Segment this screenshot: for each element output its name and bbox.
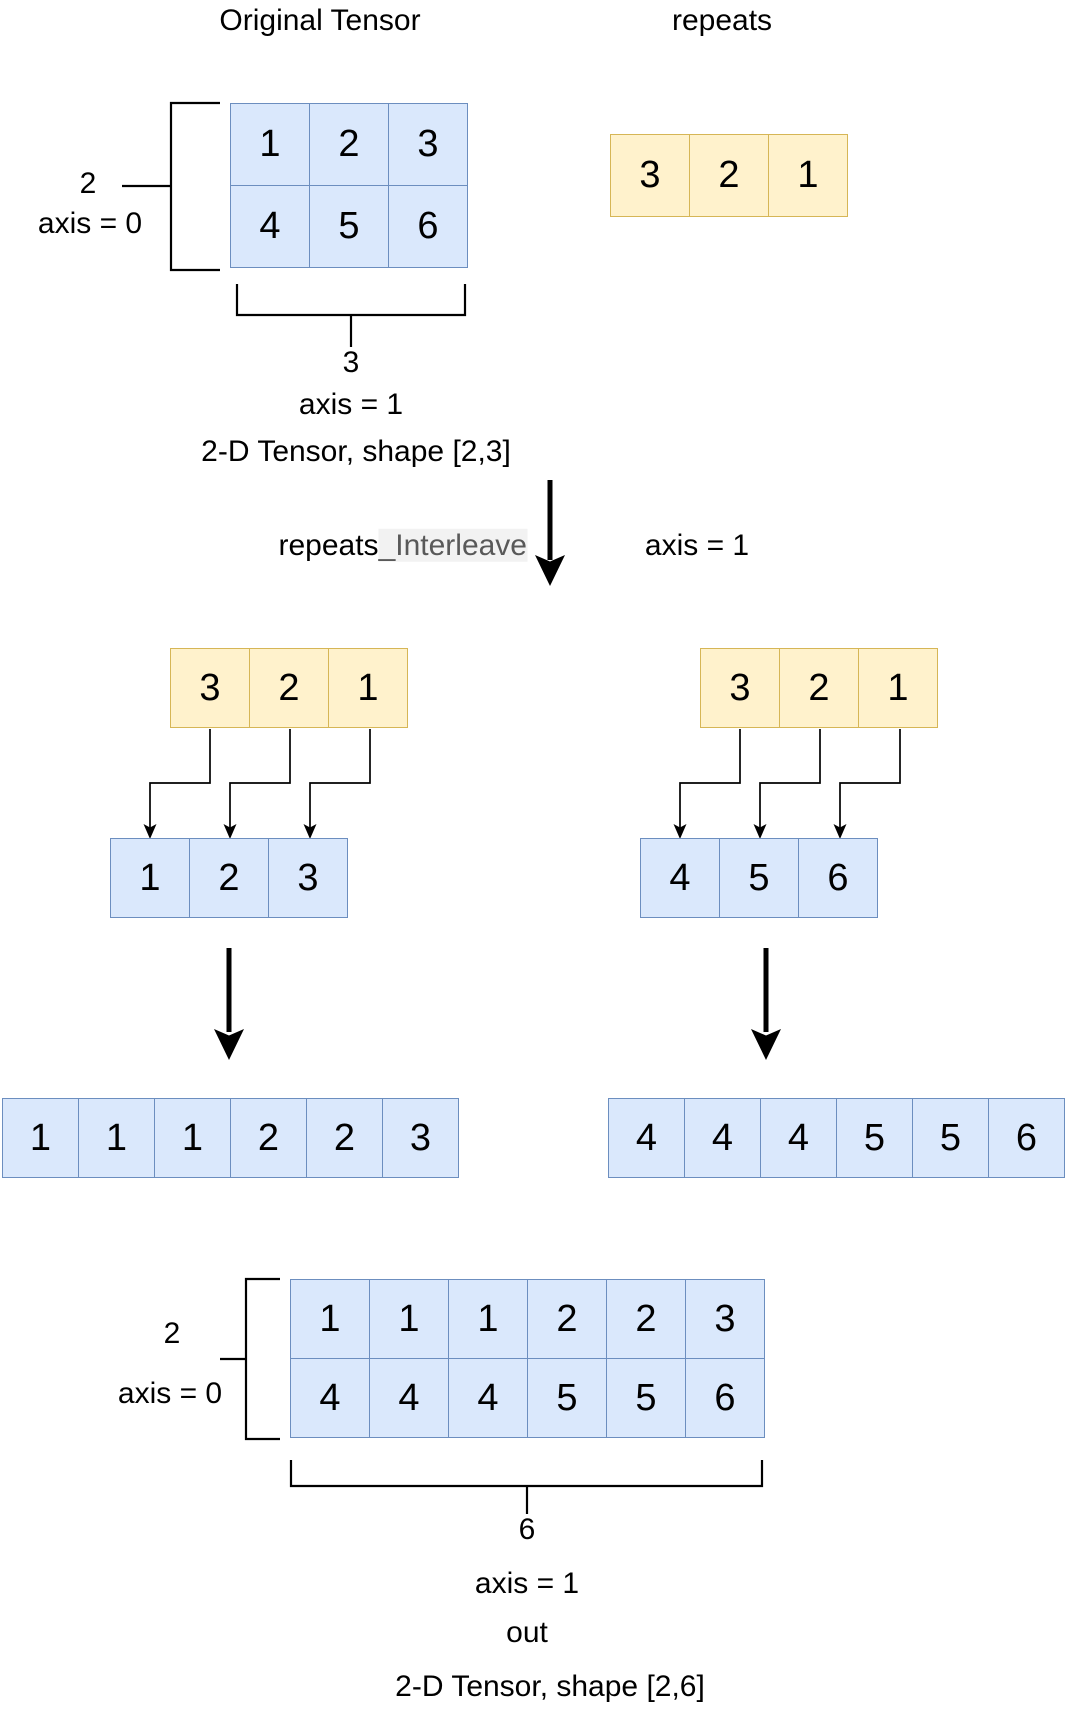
- tensor-cell: 3: [685, 1279, 765, 1359]
- tensor-cell: 1: [154, 1098, 231, 1178]
- tensor-cell: 4: [760, 1098, 837, 1178]
- left-result-row: 1 1 1 2 2 3: [2, 1098, 459, 1178]
- tensor-cell: 3: [268, 838, 348, 918]
- left-source-row: 1 2 3: [110, 838, 348, 918]
- tensor-cell: 6: [388, 185, 468, 268]
- right-repeats-row: 3 2 1: [700, 648, 938, 728]
- tensor-cell: 1: [2, 1098, 79, 1178]
- tensor-cell: 2: [309, 103, 389, 186]
- original-tensor-row-0: 1 2 3: [230, 103, 468, 186]
- axis0-bracket-output-tensor: [246, 1279, 280, 1439]
- operation-label-main: repeats: [278, 528, 379, 562]
- axis0-label-top: axis = 0: [37, 206, 143, 240]
- repeats-cell: 3: [700, 648, 780, 728]
- repeats-row: 3 2 1: [610, 134, 848, 217]
- output-tensor-row-0: 1 1 1 2 2 3: [290, 1279, 765, 1359]
- axis1-size-output: 6: [518, 1512, 536, 1546]
- output-tensor-caption: 2-D Tensor, shape [2,6]: [395, 1669, 705, 1703]
- merge-arrow-left-head: [214, 1029, 244, 1060]
- transition-arrow-head: [535, 555, 565, 586]
- repeats-cell: 1: [768, 134, 848, 217]
- map-arrow-right-3-head: [833, 824, 847, 839]
- axis0-bracket-top-tensor: [171, 103, 220, 270]
- map-arrow-right-3: [840, 729, 900, 830]
- tensor-cell: 4: [684, 1098, 761, 1178]
- tensor-cell: 5: [912, 1098, 989, 1178]
- repeats-cell: 3: [170, 648, 250, 728]
- output-tensor-grid: 1 1 1 2 2 3 4 4 4 5 5 6: [290, 1279, 765, 1438]
- map-arrow-left-2: [230, 729, 290, 830]
- tensor-cell: 5: [527, 1358, 607, 1438]
- repeats-cell: 2: [779, 648, 859, 728]
- tensor-cell: 2: [230, 1098, 307, 1178]
- tensor-cell: 4: [608, 1098, 685, 1178]
- map-arrow-right-1-head: [673, 824, 687, 839]
- tensor-cell: 1: [230, 103, 310, 186]
- tensor-cell: 4: [230, 185, 310, 268]
- map-arrow-left-3: [310, 729, 370, 830]
- tensor-cell: 3: [382, 1098, 459, 1178]
- map-arrow-left-1: [150, 729, 210, 830]
- repeats-cell: 1: [328, 648, 408, 728]
- tensor-cell: 4: [640, 838, 720, 918]
- axis0-label-output: axis = 0: [117, 1376, 223, 1410]
- axis0-size-top: 2: [79, 166, 97, 200]
- axis0-size-output: 2: [163, 1316, 181, 1350]
- map-arrow-right-2: [760, 729, 820, 830]
- axis1-label-output: axis = 1: [474, 1566, 580, 1600]
- tensor-cell: 2: [306, 1098, 383, 1178]
- left-repeats-row: 3 2 1: [170, 648, 408, 728]
- transition-axis-label: axis = 1: [644, 528, 750, 562]
- tensor-cell: 5: [309, 185, 389, 268]
- repeats-cell: 1: [858, 648, 938, 728]
- merge-arrow-right-head: [751, 1029, 781, 1060]
- right-source-row: 4 5 6: [640, 838, 878, 918]
- tensor-cell: 3: [388, 103, 468, 186]
- axis1-bracket-output-tensor: [291, 1460, 762, 1486]
- original-tensor-row-1: 4 5 6: [230, 185, 468, 268]
- map-arrow-left-2-head: [223, 824, 237, 839]
- repeats-title: repeats: [671, 3, 773, 37]
- repeats-cell: 2: [689, 134, 769, 217]
- axis1-label-top: axis = 1: [298, 387, 404, 421]
- tensor-cell: 5: [719, 838, 799, 918]
- tensor-cell: 4: [290, 1358, 370, 1438]
- operation-label: repeats_Interleave: [278, 528, 527, 564]
- tensor-cell: 5: [836, 1098, 913, 1178]
- map-arrow-right-1: [680, 729, 740, 830]
- map-arrow-left-1-head: [143, 824, 157, 839]
- map-arrow-left-3-head: [303, 824, 317, 839]
- tensor-cell: 2: [527, 1279, 607, 1359]
- tensor-cell: 6: [798, 838, 878, 918]
- tensor-cell: 2: [606, 1279, 686, 1359]
- right-result-row: 4 4 4 5 5 6: [608, 1098, 1065, 1178]
- top-tensor-caption: 2-D Tensor, shape [2,3]: [201, 434, 511, 468]
- tensor-cell: 6: [988, 1098, 1065, 1178]
- tensor-cell: 6: [685, 1358, 765, 1438]
- tensor-cell: 2: [189, 838, 269, 918]
- operation-label-suffix: _Interleave: [378, 528, 527, 562]
- tensor-cell: 1: [448, 1279, 528, 1359]
- tensor-cell: 5: [606, 1358, 686, 1438]
- out-label: out: [506, 1615, 548, 1649]
- tensor-cell: 1: [369, 1279, 449, 1359]
- repeats-cell: 3: [610, 134, 690, 217]
- tensor-cell: 1: [110, 838, 190, 918]
- map-arrow-right-2-head: [753, 824, 767, 839]
- tensor-cell: 4: [448, 1358, 528, 1438]
- output-tensor-row-1: 4 4 4 5 5 6: [290, 1358, 765, 1438]
- axis1-bracket-top-tensor: [237, 284, 465, 315]
- repeats-cell: 2: [249, 648, 329, 728]
- tensor-cell: 1: [290, 1279, 370, 1359]
- original-tensor-title: Original Tensor: [219, 3, 421, 37]
- original-tensor-grid: 1 2 3 4 5 6: [230, 103, 468, 268]
- tensor-cell: 1: [78, 1098, 155, 1178]
- axis1-size-top: 3: [342, 345, 360, 379]
- tensor-cell: 4: [369, 1358, 449, 1438]
